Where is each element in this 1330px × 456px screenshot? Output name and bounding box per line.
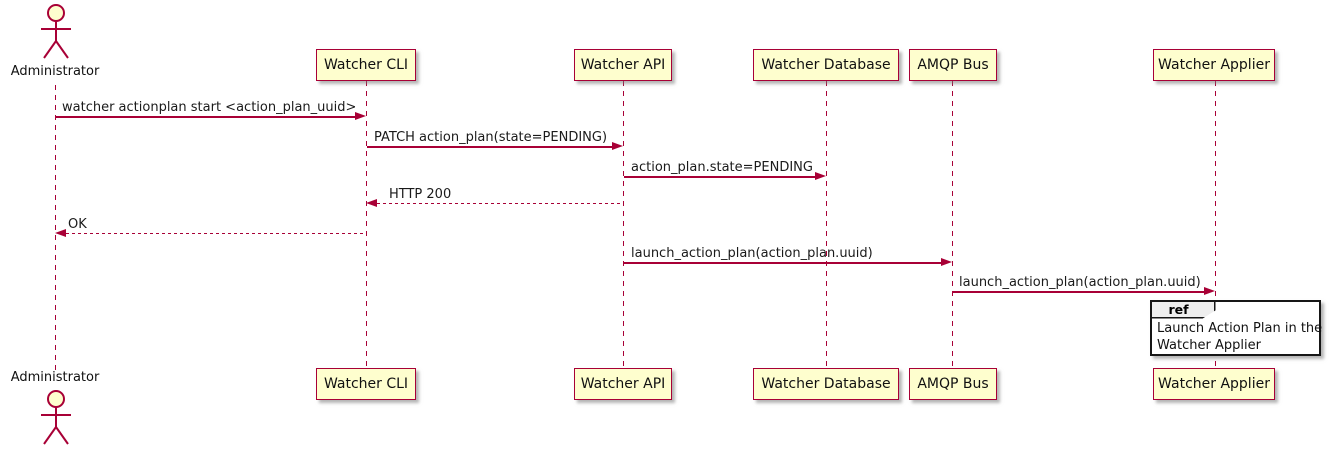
message-label: action_plan.state=PENDING (631, 160, 813, 175)
message-label: OK (68, 217, 87, 232)
lifeline-watcher-cli (366, 81, 367, 368)
lifeline-watcher-database (826, 81, 827, 368)
message-line (367, 146, 613, 148)
arrowhead-icon (815, 172, 826, 180)
actor-icon-bottom (41, 390, 71, 445)
message-line (953, 291, 1205, 293)
ref-tab: ref (1151, 301, 1216, 319)
lifeline-watcher-api (623, 81, 624, 368)
ref-text-line2: Watcher Applier (1157, 338, 1261, 353)
participant-box-watcher-applier-bottom: Watcher Applier (1153, 368, 1275, 400)
actor-label-bottom: Administrator (10, 370, 100, 385)
actor-icon (41, 4, 71, 59)
message-label: HTTP 200 (389, 187, 452, 202)
participant-box-watcher-cli: Watcher CLI (316, 49, 416, 81)
ref-frame: ref Launch Action Plan in the Watcher Ap… (1150, 300, 1322, 356)
arrowhead-icon (355, 112, 366, 120)
arrowhead-icon (55, 229, 66, 237)
participant-box-watcher-database: Watcher Database (753, 49, 899, 81)
message-line (624, 262, 942, 264)
message-label: watcher actionplan start <action_plan_uu… (62, 100, 357, 115)
ref-body: Launch Action Plan in the Watcher Applie… (1157, 320, 1322, 354)
participant-box-watcher-cli-bottom: Watcher CLI (316, 368, 416, 400)
actor-label-top: Administrator (10, 64, 100, 79)
lifeline-watcher-applier (1215, 81, 1216, 368)
message-line (56, 116, 356, 118)
participant-box-watcher-database-bottom: Watcher Database (753, 368, 899, 400)
arrowhead-icon (1204, 287, 1215, 295)
lifeline-amqp-bus (952, 81, 953, 368)
arrowhead-icon (612, 142, 623, 150)
participant-box-watcher-applier: Watcher Applier (1153, 49, 1275, 81)
message-line (624, 176, 816, 178)
ref-text-line1: Launch Action Plan in the (1157, 321, 1323, 336)
message-line (66, 233, 366, 235)
participant-box-amqp-bus-bottom: AMQP Bus (909, 368, 997, 400)
message-label: launch_action_plan(action_plan.uuid) (959, 275, 1201, 290)
lifeline-administrator (55, 85, 56, 370)
arrowhead-icon (941, 258, 952, 266)
message-label: launch_action_plan(action_plan.uuid) (631, 246, 873, 261)
message-line (377, 203, 623, 205)
participant-box-watcher-api-bottom: Watcher API (574, 368, 672, 400)
participant-box-amqp-bus: AMQP Bus (909, 49, 997, 81)
message-label: PATCH action_plan(state=PENDING) (374, 130, 608, 145)
arrowhead-icon (366, 199, 377, 207)
participant-box-watcher-api: Watcher API (574, 49, 672, 81)
